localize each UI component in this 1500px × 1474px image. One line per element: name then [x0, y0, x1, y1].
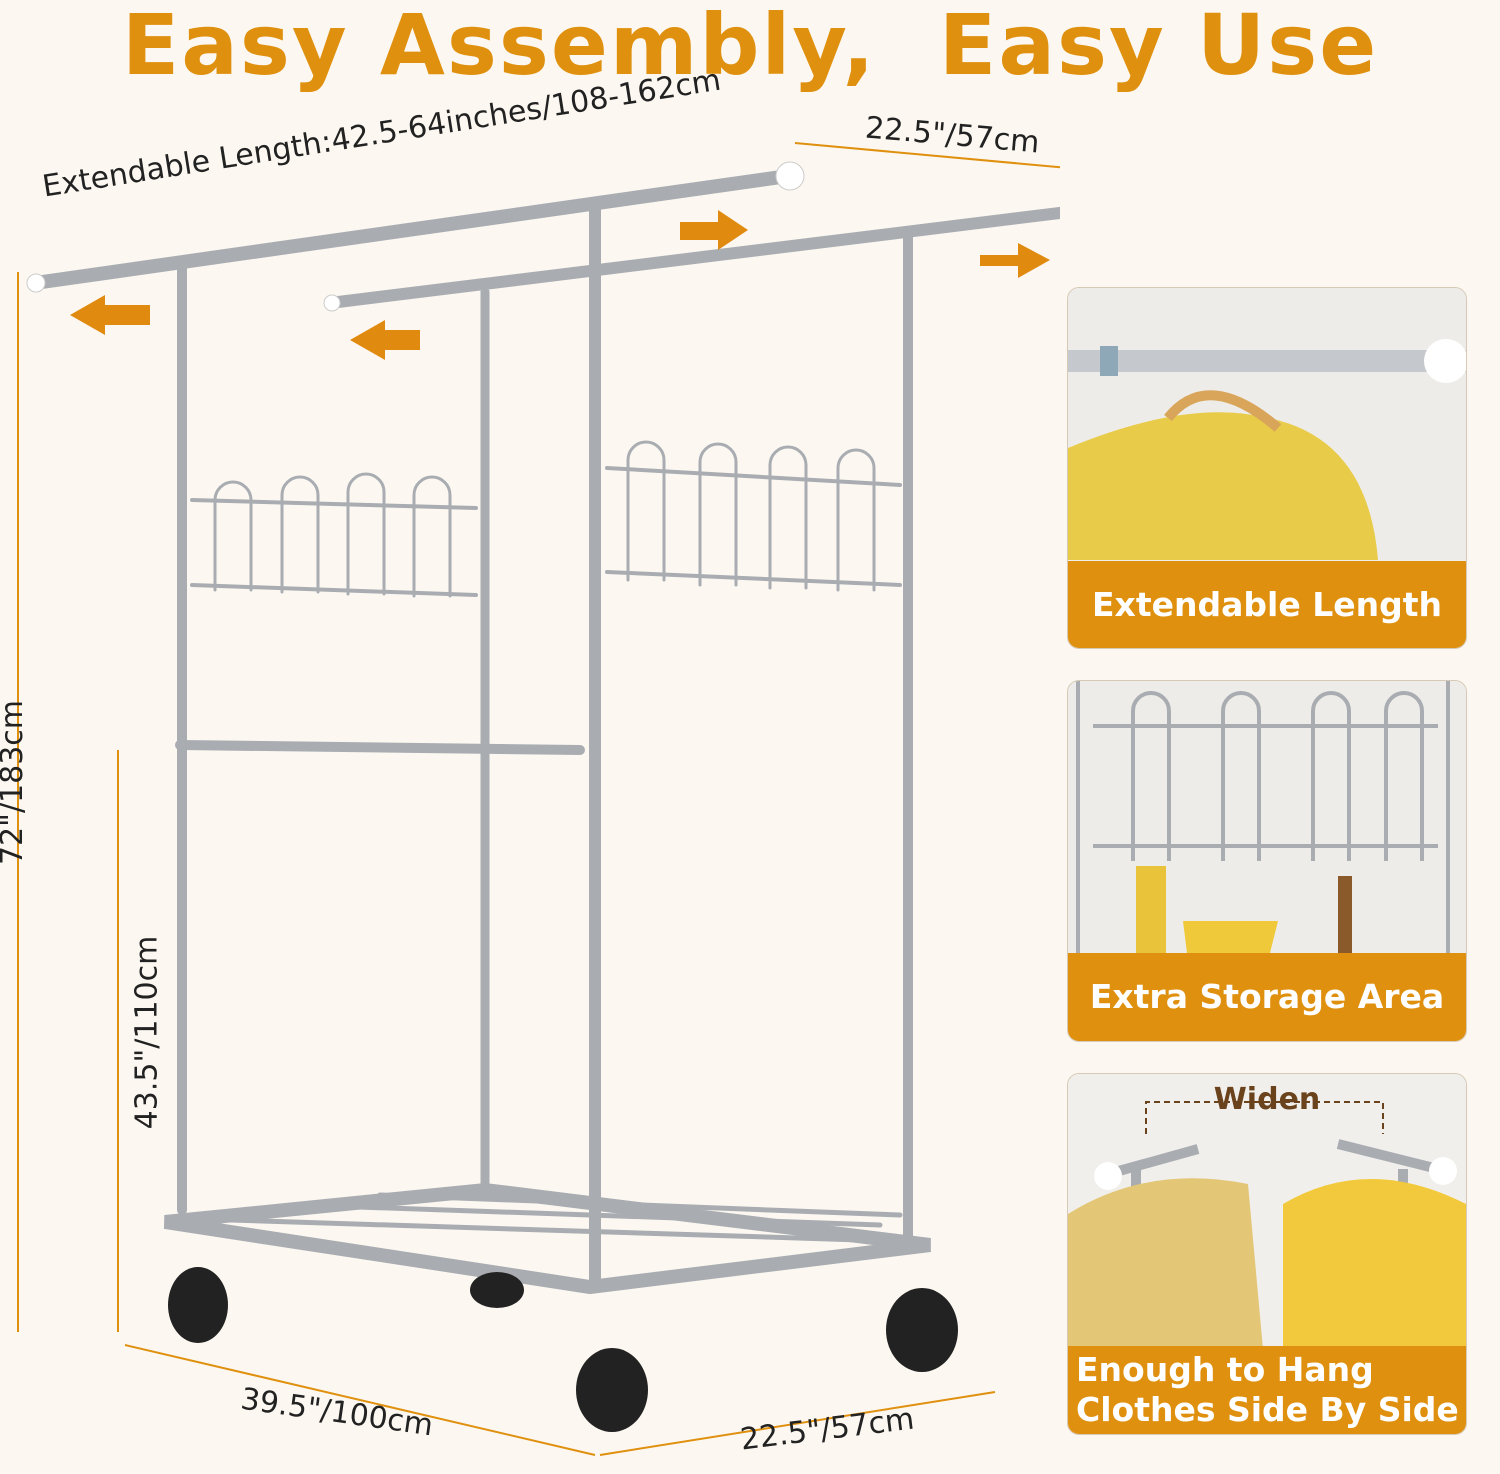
feature-panel-extra-storage: Extra Storage Area: [1067, 680, 1467, 1042]
panel-caption: Extendable Length: [1068, 561, 1466, 648]
total-height-label: 72"/183cm: [0, 699, 31, 866]
lower-height-label: 43.5"/110cm: [129, 935, 165, 1130]
storage-hooks-photo: [1068, 681, 1466, 953]
page-title: Easy Assembly, Easy Use: [121, 0, 1379, 94]
feature-panel-extendable-length: Extendable Length: [1067, 287, 1467, 649]
widen-label: Widen: [1213, 1082, 1321, 1117]
side-by-side-clothes-photo: [1068, 1074, 1466, 1349]
extendable-rod-photo: [1068, 288, 1466, 560]
feature-panel-side-by-side: Widen Enough to Hang Clothes Side By Sid…: [1067, 1073, 1467, 1435]
panel-caption: Extra Storage Area: [1068, 953, 1466, 1041]
clothes-rack-illustration: [17, 142, 1060, 1456]
panel-caption: Enough to Hang Clothes Side By Side: [1068, 1346, 1466, 1434]
